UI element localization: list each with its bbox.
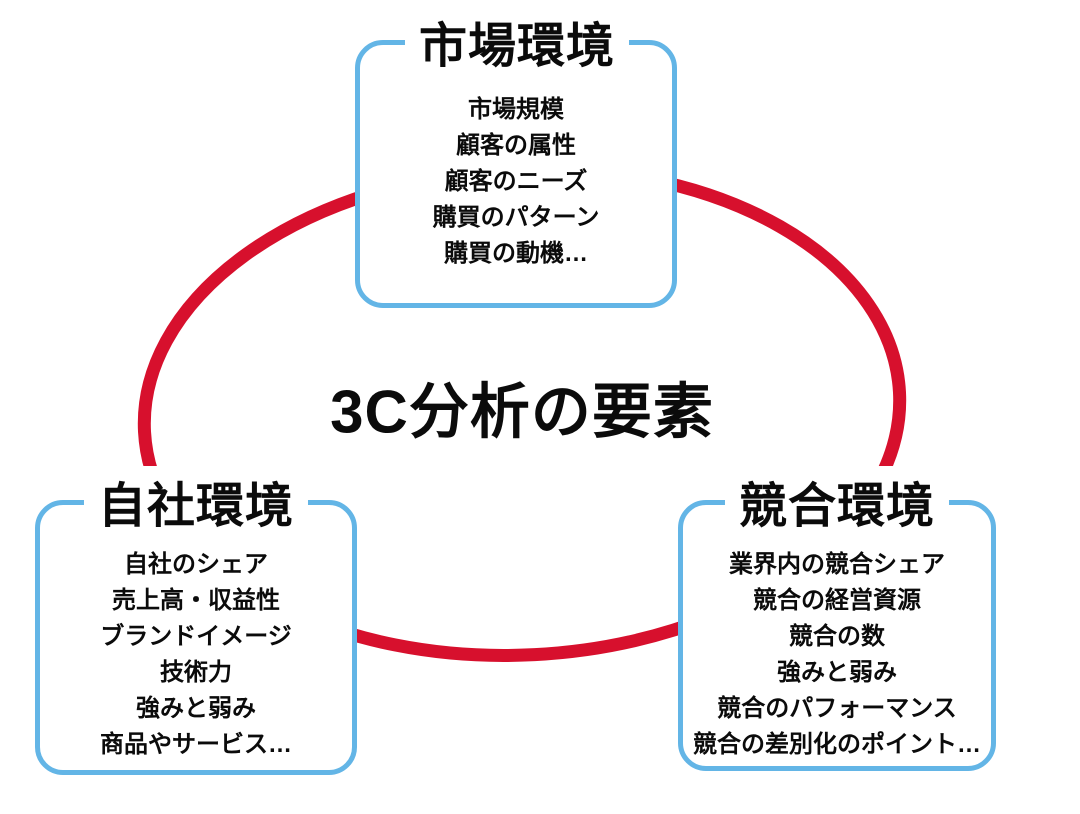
diagram-title: 3C分析の要素 (330, 378, 714, 446)
box-item: 市場規模 (468, 96, 564, 123)
box-item: 売上高・収益性 (112, 587, 280, 614)
company-box-title: 自社環境 (83, 466, 309, 536)
box-item: ブランドイメージ (100, 623, 292, 650)
company-box-items: 自社のシェア売上高・収益性ブランドイメージ技術力強みと弱み商品やサービス… (40, 547, 352, 763)
box-item: 商品やサービス… (100, 731, 292, 758)
box-item: 業界内の競合シェア (729, 551, 945, 578)
box-item: 競合の差別化のポイント… (693, 731, 981, 758)
box-item: 強みと弱み (136, 695, 256, 722)
box-item: 強みと弱み (777, 659, 897, 686)
competitor-box: 業界内の競合シェア競合の経営資源競合の数強みと弱み競合のパフォーマンス競合の差別… (678, 500, 996, 771)
box-item: 競合の数 (789, 623, 885, 650)
market-box: 市場規模顧客の属性顧客のニーズ購買のパターン購買の動機… (355, 40, 677, 308)
company-box: 自社のシェア売上高・収益性ブランドイメージ技術力強みと弱み商品やサービス… (35, 500, 357, 775)
box-item: 顧客の属性 (456, 132, 576, 159)
box-item: 技術力 (160, 659, 232, 686)
market-box-items: 市場規模顧客の属性顧客のニーズ購買のパターン購買の動機… (360, 92, 672, 272)
box-item: 自社のシェア (124, 551, 268, 578)
box-item: 顧客のニーズ (444, 168, 588, 195)
box-item: 購買の動機… (444, 240, 588, 267)
market-box-title: 市場環境 (404, 6, 630, 76)
box-item: 競合の経営資源 (753, 587, 921, 614)
box-item: 購買のパターン (432, 204, 600, 231)
box-item: 競合のパフォーマンス (717, 695, 957, 722)
competitor-box-items: 業界内の競合シェア競合の経営資源競合の数強みと弱み競合のパフォーマンス競合の差別… (683, 547, 991, 763)
competitor-box-title: 競合環境 (724, 466, 950, 536)
